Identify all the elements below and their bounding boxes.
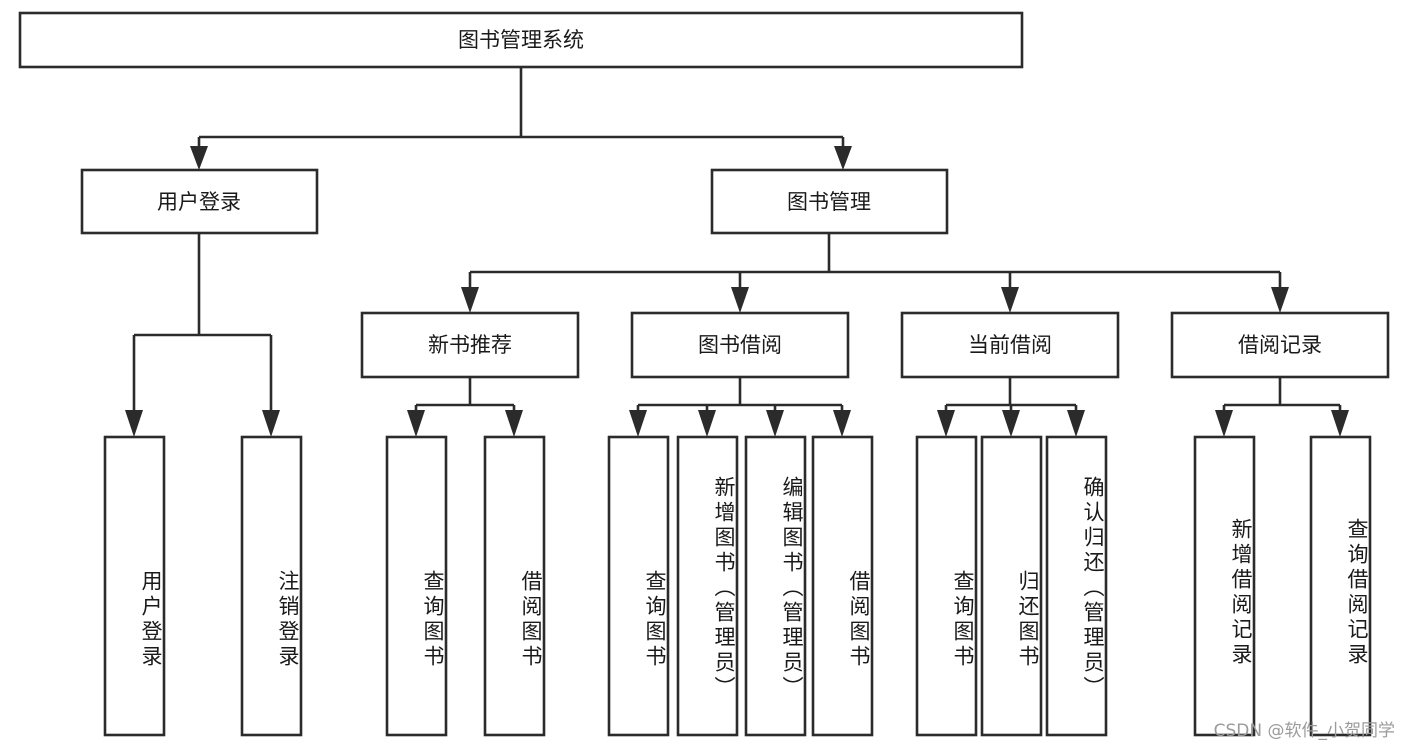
node-book-management-label: 图书管理 [787, 190, 871, 214]
connector-userlogin-to-leaves [125, 233, 280, 437]
leaf-box-query-book-3[interactable] [915, 435, 978, 737]
node-current-borrow-label: 当前借阅 [968, 333, 1052, 357]
node-new-book-recommend-label: 新书推荐 [428, 333, 512, 357]
node-user-login[interactable]: 用户登录 [80, 168, 319, 235]
connector-bookmgmt-to-level3 [461, 233, 1289, 313]
node-borrow-record[interactable]: 借阅记录 [1170, 311, 1390, 379]
connector-borrowrecord-to-leaves [1215, 377, 1349, 437]
connector-newbook-to-leaves [407, 377, 523, 437]
node-book-borrow[interactable]: 图书借阅 [630, 311, 850, 379]
node-book-borrow-label: 图书借阅 [698, 333, 782, 357]
leaf-box-borrow-book-2[interactable] [811, 435, 874, 737]
node-current-borrow[interactable]: 当前借阅 [900, 311, 1120, 379]
leaf-box-query-record[interactable] [1309, 435, 1372, 737]
leaf-box-return-book[interactable] [980, 435, 1043, 737]
connector-bookborrow-to-leaves [629, 377, 851, 437]
node-new-book-recommend[interactable]: 新书推荐 [360, 311, 580, 379]
leaf-box-borrow-book-1[interactable] [483, 435, 546, 737]
leaf-box-confirm-return[interactable] [1045, 435, 1108, 737]
leaf-box-edit-book[interactable] [744, 435, 807, 737]
connector-currentborrow-to-leaves [937, 377, 1085, 437]
watermark-text: CSDN @软件_小贺同学 [1213, 721, 1395, 741]
leaf-box-add-record[interactable] [1193, 435, 1256, 737]
node-user-login-label: 用户登录 [157, 190, 241, 214]
node-root[interactable]: 图书管理系统 [18, 11, 1024, 69]
leaf-box-add-book[interactable] [676, 435, 739, 737]
leaf-box-query-book-1[interactable] [385, 435, 448, 737]
leaf-node-rects [103, 435, 1372, 737]
node-book-management[interactable]: 图书管理 [710, 168, 949, 235]
leaf-box-query-book-2[interactable] [607, 435, 670, 737]
connector-root-to-level2 [190, 67, 852, 170]
leaf-box-user-login[interactable] [103, 435, 166, 737]
leaf-box-logout-login[interactable] [240, 435, 303, 737]
node-root-label: 图书管理系统 [458, 28, 584, 52]
node-borrow-record-label: 借阅记录 [1238, 333, 1322, 357]
